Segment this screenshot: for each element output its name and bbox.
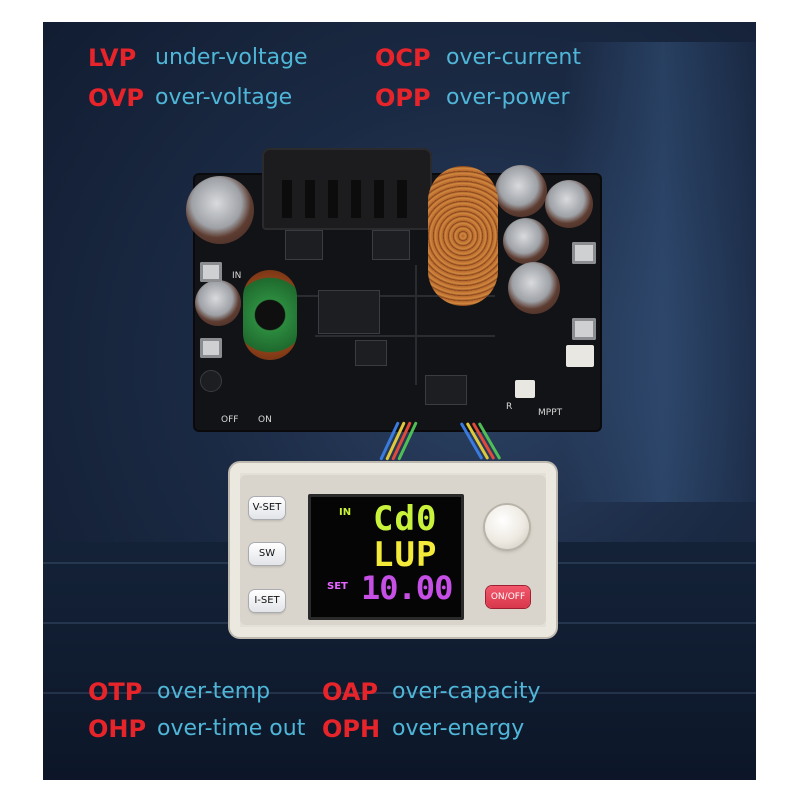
controller-chip	[425, 375, 467, 405]
pcb-trace	[315, 335, 495, 337]
protection-code: OPH	[322, 715, 381, 743]
controller-chip	[355, 340, 387, 366]
i-set-button[interactable]: I-SET	[249, 590, 285, 612]
heatsink-fin	[282, 180, 292, 218]
protection-code: OPP	[375, 84, 431, 112]
screw-terminal	[572, 318, 596, 340]
screw-terminal	[200, 338, 222, 358]
heatsink-fin	[328, 180, 338, 218]
protection-code: OAP	[322, 678, 378, 706]
protection-code: OHP	[88, 715, 147, 743]
mosfet-chip	[285, 230, 323, 260]
capacitor	[508, 262, 560, 314]
protection-code: OTP	[88, 678, 143, 706]
pcb-label-on: ON	[258, 415, 272, 425]
fan-connector	[515, 380, 535, 398]
protection-description: over-time out	[157, 716, 306, 741]
protection-code: LVP	[88, 44, 137, 72]
protection-description: under-voltage	[155, 45, 308, 70]
buzzer	[200, 370, 222, 392]
capacitor	[545, 180, 593, 228]
mppt-connector	[566, 345, 594, 367]
capacitor	[186, 176, 254, 244]
background-stripe	[43, 692, 756, 694]
protection-description: over-energy	[392, 716, 525, 741]
display-in-label: IN	[339, 507, 352, 518]
protection-description: over-current	[446, 45, 581, 70]
display-line-1: Cd0	[373, 499, 438, 539]
screw-terminal	[572, 242, 596, 264]
rotary-encoder-knob-icon[interactable]	[485, 505, 529, 549]
protection-description: over-capacity	[392, 679, 541, 704]
heatsink-fin	[397, 180, 407, 218]
sw-button[interactable]: SW	[249, 543, 285, 565]
controller-chip	[318, 290, 380, 334]
heatsink-fin	[305, 180, 315, 218]
pcb-label-r: R	[506, 402, 513, 412]
protection-code: OVP	[88, 84, 144, 112]
display-line-2: LUP	[373, 535, 438, 575]
pcb-label-in: IN	[232, 271, 242, 281]
display-set-label: SET	[327, 581, 348, 592]
pcb-label-off: OFF	[221, 415, 239, 425]
capacitor	[195, 280, 241, 326]
pcb-label-mppt: MPPT	[538, 408, 563, 418]
protection-description: over-voltage	[155, 85, 293, 110]
v-set-button[interactable]: V-SET	[249, 497, 285, 519]
pcb-trace	[415, 265, 417, 385]
display-line-3: 10.00	[361, 569, 453, 607]
screw-terminal	[200, 262, 222, 282]
on-off-button[interactable]: ON/OFF	[486, 586, 530, 608]
capacitor	[495, 165, 547, 217]
toroid-inductor	[243, 270, 297, 360]
protection-description: over-temp	[157, 679, 271, 704]
protection-code: OCP	[375, 44, 431, 72]
heatsink-fin	[374, 180, 384, 218]
capacitor	[503, 218, 549, 264]
mosfet-chip	[372, 230, 410, 260]
heatsink-fin	[351, 180, 361, 218]
lcd-display: IN Cd0 LUP SET 10.00	[308, 494, 464, 620]
protection-description: over-power	[446, 85, 570, 110]
inductor-coil	[428, 166, 498, 306]
